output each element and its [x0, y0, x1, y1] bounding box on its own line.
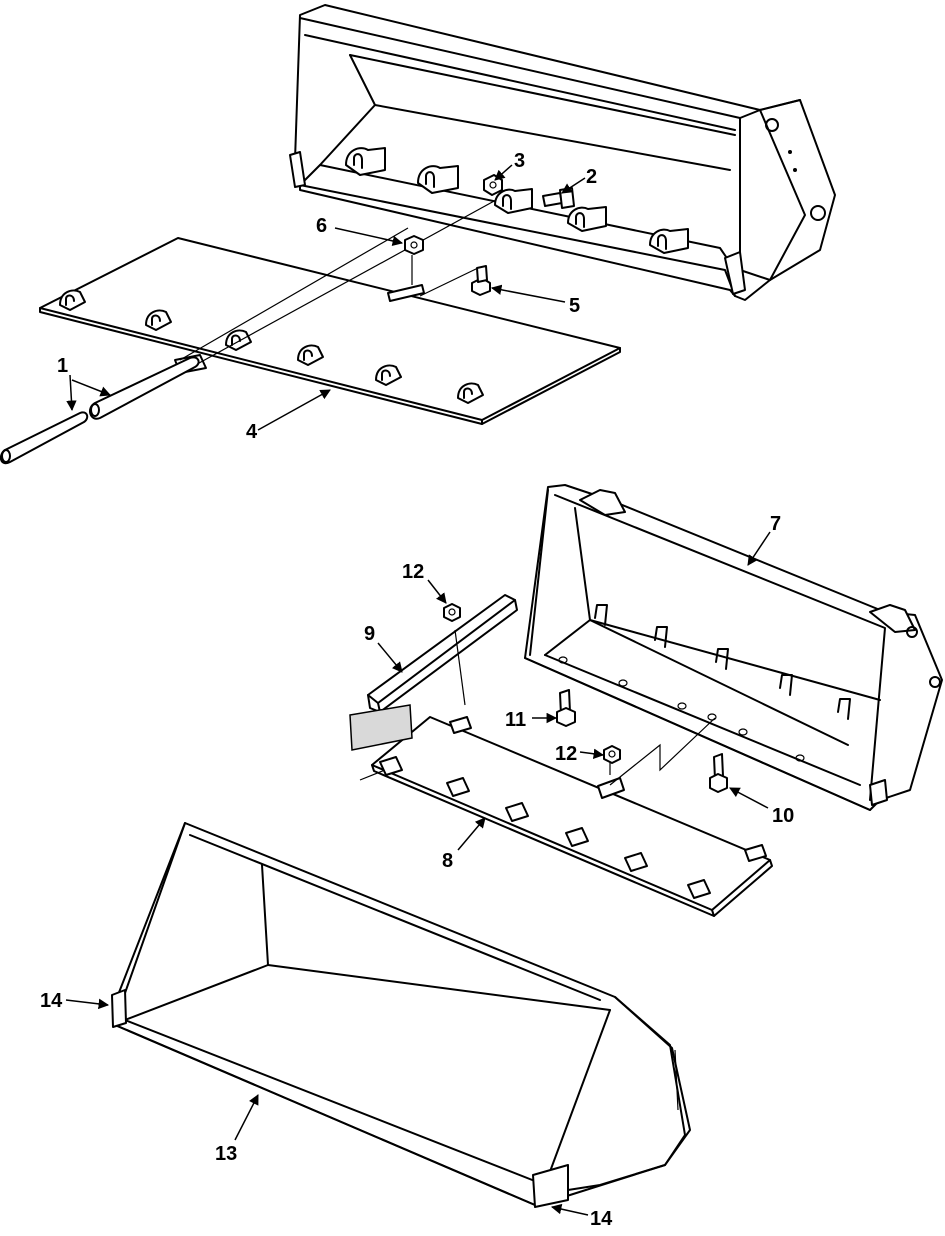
callout-12-upper: 12 [402, 561, 424, 583]
top-bucket [289, 4, 836, 301]
callout-11: 11 [505, 709, 526, 731]
callout-5: 5 [569, 295, 580, 317]
lower-bucket-13 [111, 822, 691, 1208]
callout-14-right: 14 [590, 1208, 613, 1230]
cutting-edge-plate-8 [349, 689, 773, 917]
callout-12-lower: 12 [555, 743, 577, 765]
wear-bar-9 [367, 594, 518, 713]
callout-leaders [65, 164, 771, 1216]
callout-labels: 1 2 3 4 5 6 7 8 9 10 11 12 12 13 14 14 [40, 150, 794, 1230]
callout-6: 6 [316, 215, 327, 237]
hinge-pins-1 [0, 356, 200, 465]
callout-2: 2 [586, 166, 597, 188]
cutting-edge-plate-4 [39, 199, 621, 425]
callout-10: 10 [772, 805, 794, 827]
callout-7: 7 [770, 513, 781, 535]
callout-8: 8 [442, 850, 453, 872]
callout-1: 1 [57, 355, 68, 377]
middle-bucket-7 [524, 484, 943, 811]
callout-13: 13 [215, 1143, 237, 1165]
callout-3: 3 [514, 150, 525, 172]
callout-9: 9 [364, 623, 375, 645]
callout-4: 4 [246, 421, 258, 443]
callout-14-left: 14 [40, 990, 63, 1012]
